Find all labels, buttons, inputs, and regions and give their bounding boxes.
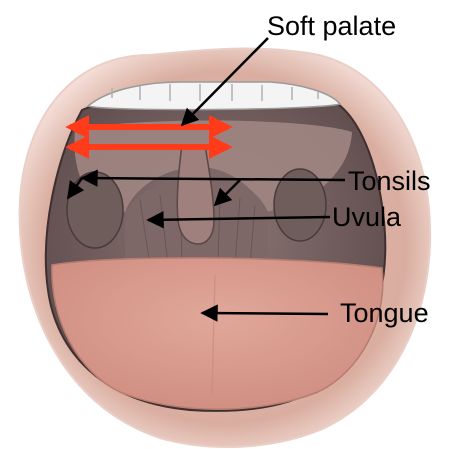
left-tonsil xyxy=(67,172,123,248)
label-tonsils: Tonsils xyxy=(348,166,431,196)
label-tongue: Tongue xyxy=(340,298,429,328)
label-soft-palate: Soft palate xyxy=(267,11,396,41)
label-uvula: Uvula xyxy=(332,202,402,232)
tongue-pointer xyxy=(202,313,328,314)
